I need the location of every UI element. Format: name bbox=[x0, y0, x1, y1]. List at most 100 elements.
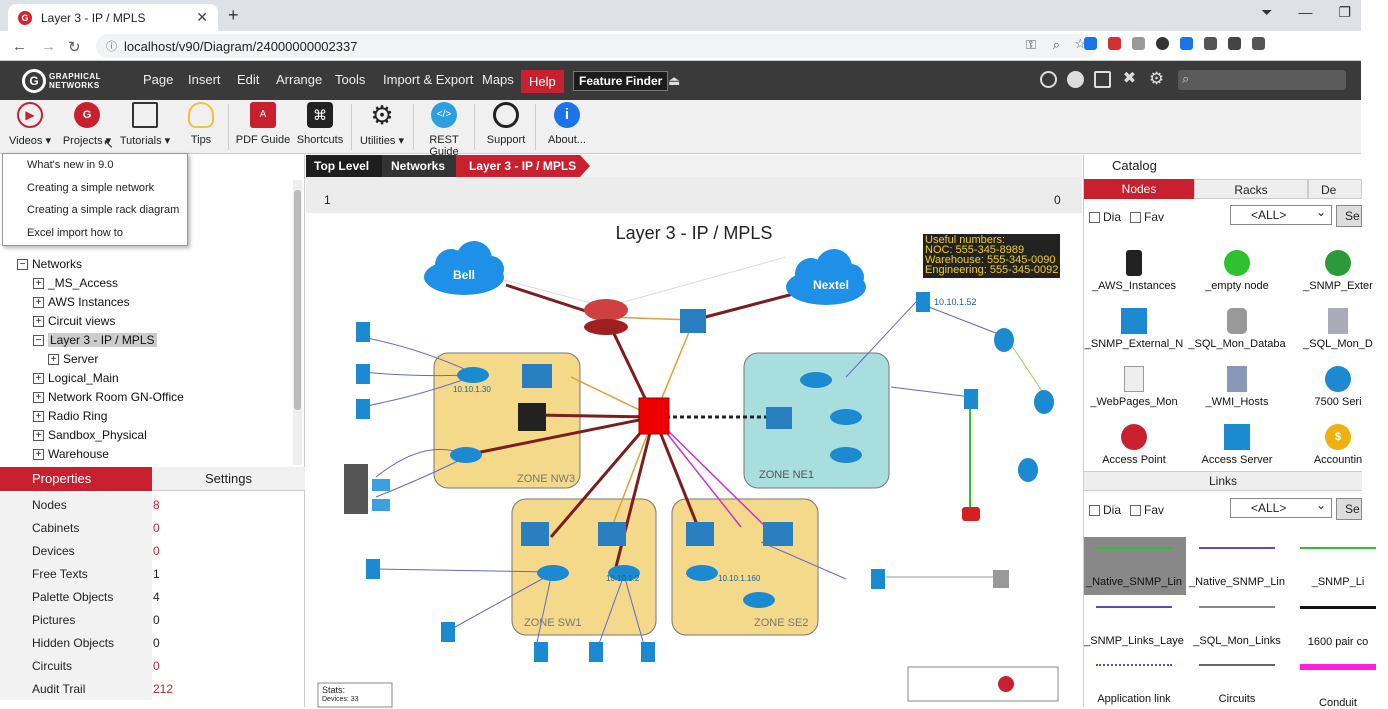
nodes-filter-select[interactable]: <ALL> bbox=[1230, 203, 1332, 225]
fav-checkbox[interactable]: Fav bbox=[1130, 210, 1164, 224]
close-tab-icon[interactable]: ✕ bbox=[196, 9, 208, 25]
menu-maps[interactable]: Maps bbox=[482, 72, 514, 87]
device-icon[interactable] bbox=[641, 642, 655, 662]
expand-icon[interactable]: + bbox=[33, 277, 44, 289]
menu-edit[interactable]: Edit bbox=[237, 72, 260, 87]
tree-item[interactable]: +Circuit views bbox=[33, 314, 115, 328]
extension-icon[interactable] bbox=[1228, 37, 1241, 50]
catalog-node[interactable]: _WebPages_Mon bbox=[1084, 366, 1184, 408]
storage-icon[interactable] bbox=[1018, 458, 1038, 482]
dropdown-item[interactable]: Excel import how to bbox=[27, 226, 123, 239]
phone-icon[interactable] bbox=[962, 507, 980, 521]
breadcrumb-networks[interactable]: Networks bbox=[382, 155, 456, 177]
catalog-node[interactable]: _WMI_Hosts bbox=[1187, 366, 1287, 408]
catalog-node[interactable]: Access Point bbox=[1084, 424, 1184, 466]
router-icon[interactable] bbox=[450, 447, 482, 463]
shortcuts-button[interactable]: ⌘Shortcuts bbox=[290, 102, 350, 146]
zoom-icon[interactable]: ⌕ bbox=[1052, 37, 1060, 52]
extension-icon[interactable] bbox=[1132, 37, 1145, 50]
switch-icon[interactable] bbox=[763, 522, 793, 546]
dropdown-item[interactable]: Creating a simple rack diagram bbox=[27, 204, 180, 216]
cloud-nextel[interactable] bbox=[786, 249, 866, 305]
switch-icon[interactable] bbox=[521, 522, 549, 546]
expand-icon[interactable]: + bbox=[33, 296, 44, 308]
puzzle-icon[interactable] bbox=[1252, 37, 1265, 50]
new-node-icon[interactable] bbox=[993, 570, 1009, 588]
utilities-button[interactable]: ⚙Utilities ▾ bbox=[359, 100, 405, 147]
menu-page[interactable]: Page bbox=[143, 72, 174, 87]
switch-icon[interactable] bbox=[522, 364, 552, 388]
catalog-link[interactable]: Conduit bbox=[1288, 664, 1388, 709]
links-fav-checkbox[interactable]: Fav bbox=[1130, 503, 1164, 517]
useful-numbers-box[interactable] bbox=[923, 234, 1060, 278]
expand-icon[interactable]: + bbox=[33, 315, 44, 327]
router-icon[interactable] bbox=[800, 372, 832, 388]
checkbox[interactable] bbox=[1130, 505, 1141, 517]
info-icon[interactable]: ⓘ bbox=[106, 41, 117, 53]
catalog-node[interactable]: _SNMP_Exter bbox=[1288, 250, 1388, 292]
search-button[interactable]: Se bbox=[1336, 205, 1362, 227]
device-icon[interactable] bbox=[356, 399, 370, 419]
feature-finder-button[interactable]: Feature Finder bbox=[573, 71, 669, 91]
tree-item-networks[interactable]: −Networks bbox=[17, 257, 82, 271]
globe-icon[interactable] bbox=[1040, 71, 1057, 88]
tips-button[interactable]: Tips bbox=[171, 102, 231, 146]
forward-icon[interactable]: → bbox=[41, 38, 56, 55]
key-icon[interactable]: ⚿ bbox=[1026, 37, 1036, 52]
device-icon[interactable] bbox=[871, 569, 885, 589]
menu-import-export[interactable]: Import & Export bbox=[383, 72, 474, 87]
tree-item[interactable]: +Server bbox=[48, 352, 98, 366]
catalog-link[interactable]: _SNMP_Links_Laye bbox=[1084, 606, 1184, 647]
tree-item[interactable]: +Logical_Main bbox=[33, 371, 119, 385]
tree-item[interactable]: +Radio Ring bbox=[33, 409, 107, 423]
catalog-link[interactable]: 1600 pair co bbox=[1288, 606, 1388, 648]
extension-icon[interactable] bbox=[1204, 37, 1217, 50]
expand-icon[interactable]: + bbox=[33, 372, 44, 384]
extension-icon[interactable] bbox=[1084, 37, 1097, 50]
breadcrumb-top-level[interactable]: Top Level bbox=[306, 155, 382, 177]
catalog-node[interactable]: _AWS_Instances bbox=[1084, 250, 1184, 292]
tree-item[interactable]: +Sandbox_Physical bbox=[33, 428, 147, 442]
support-button[interactable]: Support bbox=[476, 102, 536, 146]
back-icon[interactable]: ← bbox=[12, 38, 27, 55]
tree-scrollbar[interactable] bbox=[293, 180, 302, 465]
catalog-node[interactable]: _SQL_Mon_Databa bbox=[1187, 308, 1287, 350]
catalog-node[interactable]: 7500 Seri bbox=[1288, 366, 1388, 408]
catalog-node[interactable]: _SNMP_External_N bbox=[1084, 308, 1184, 350]
router-icon[interactable] bbox=[743, 592, 775, 608]
device-icon[interactable] bbox=[916, 292, 930, 312]
new-tab-icon[interactable]: + bbox=[228, 5, 239, 25]
checkbox[interactable] bbox=[1130, 212, 1141, 224]
maximize-icon[interactable]: ❐ bbox=[1338, 4, 1351, 20]
expand-icon[interactable]: + bbox=[33, 448, 44, 460]
catalog-node[interactable]: Access Server bbox=[1187, 424, 1287, 466]
switch-icon[interactable] bbox=[680, 309, 706, 333]
rest-guide-button[interactable]: </>REST Guide bbox=[414, 102, 474, 158]
tutorials-button[interactable]: Tutorials ▾ bbox=[115, 102, 175, 147]
expand-icon[interactable]: + bbox=[33, 429, 44, 441]
device-icon[interactable] bbox=[356, 322, 370, 342]
device-icon[interactable] bbox=[441, 622, 455, 642]
router-icon[interactable] bbox=[830, 447, 862, 463]
catalog-node[interactable]: _SQL_Mon_D bbox=[1288, 308, 1388, 350]
profile-dropdown-icon[interactable]: ⏷ bbox=[1261, 4, 1273, 20]
server-rack-icon[interactable] bbox=[344, 464, 368, 514]
checkbox[interactable] bbox=[1089, 505, 1100, 517]
menu-arrange[interactable]: Arrange bbox=[276, 72, 323, 87]
extension-icon[interactable] bbox=[1108, 37, 1121, 50]
firewall-icon[interactable] bbox=[518, 403, 546, 431]
browser-tab[interactable]: G Layer 3 - IP / MPLS ✕ bbox=[8, 4, 218, 31]
gear-icon[interactable]: ⚙ bbox=[1148, 69, 1165, 88]
expand-icon[interactable]: + bbox=[48, 353, 59, 365]
tab-properties[interactable]: Properties bbox=[0, 467, 152, 491]
catalog-link[interactable]: _Native_SNMP_Lin bbox=[1084, 547, 1184, 588]
catalog-tab-racks[interactable]: Racks bbox=[1194, 179, 1308, 199]
catalog-link[interactable]: _SNMP_Li bbox=[1288, 547, 1388, 588]
catalog-tab-devices[interactable]: De bbox=[1308, 179, 1362, 199]
device-icon[interactable] bbox=[964, 389, 978, 409]
server-icon[interactable] bbox=[372, 499, 390, 511]
url-input[interactable]: ⓘ localhost/v90/Diagram/24000000002337 ⚿… bbox=[96, 34, 1096, 58]
